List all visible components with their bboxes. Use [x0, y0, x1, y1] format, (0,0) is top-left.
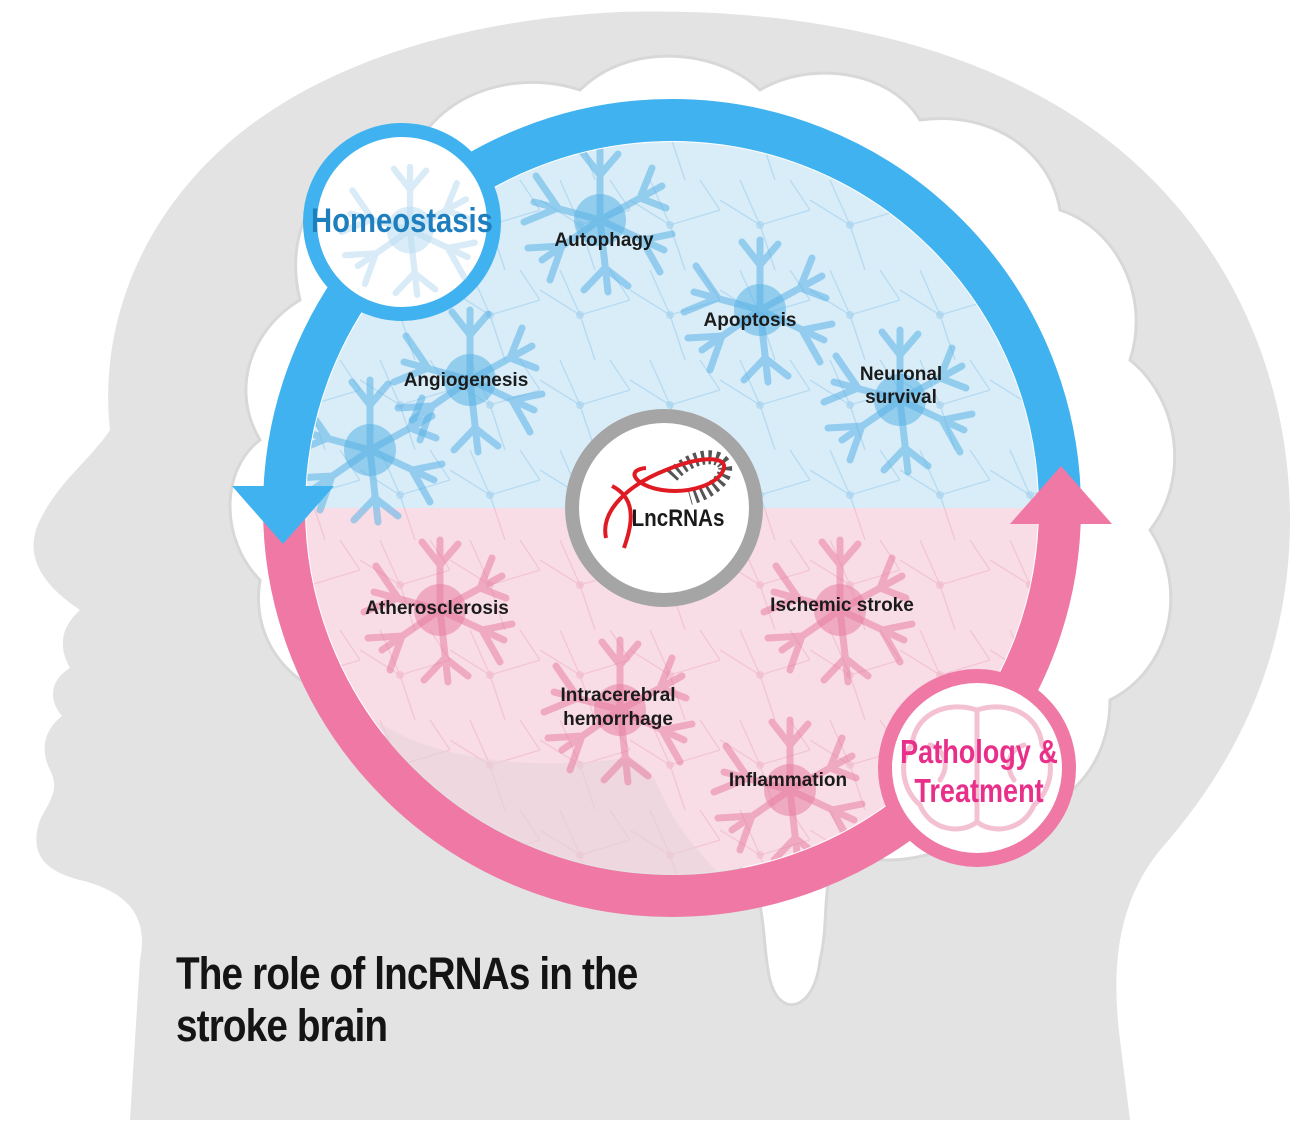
term-autophagy: Autophagy — [554, 230, 654, 251]
term-ischemic-stroke: Ischemic stroke — [770, 595, 914, 616]
pathology-label-line2: Treatment — [914, 774, 1043, 810]
caption-line-2: stroke brain — [176, 1000, 388, 1051]
term-survival: survival — [865, 387, 937, 408]
pathology-label-line1: Pathology & — [900, 735, 1058, 771]
homeostasis-badge: Homeostasis — [303, 123, 501, 321]
homeostasis-label: Homeostasis — [311, 201, 493, 240]
term-angiogenesis: Angiogenesis — [404, 370, 529, 391]
pathology-badge: Pathology & Treatment — [878, 669, 1076, 867]
figure-caption: The role of lncRNAs in the stroke brain — [176, 948, 658, 1052]
caption-line-1: The role of lncRNAs in the — [176, 948, 638, 999]
arrow-down-icon — [232, 486, 334, 544]
homeostasis-ring — [263, 99, 1081, 508]
lncrna-label: LncRNAs — [632, 505, 725, 532]
term-inflammation: Inflammation — [729, 770, 847, 791]
rna-strand-icon — [603, 450, 733, 549]
term-hemorrhage: hemorrhage — [563, 709, 673, 730]
pathology-ring — [263, 508, 1081, 917]
brain-icon — [901, 704, 1053, 832]
term-neuronal: Neuronal — [860, 364, 942, 385]
term-atherosclerosis: Atherosclerosis — [365, 598, 509, 619]
lncrna-center-node: LncRNAs — [565, 409, 763, 607]
term-apoptosis: Apoptosis — [704, 310, 797, 331]
term-intracerebral: Intracerebral — [560, 685, 675, 706]
arrow-up-icon — [1010, 466, 1112, 524]
